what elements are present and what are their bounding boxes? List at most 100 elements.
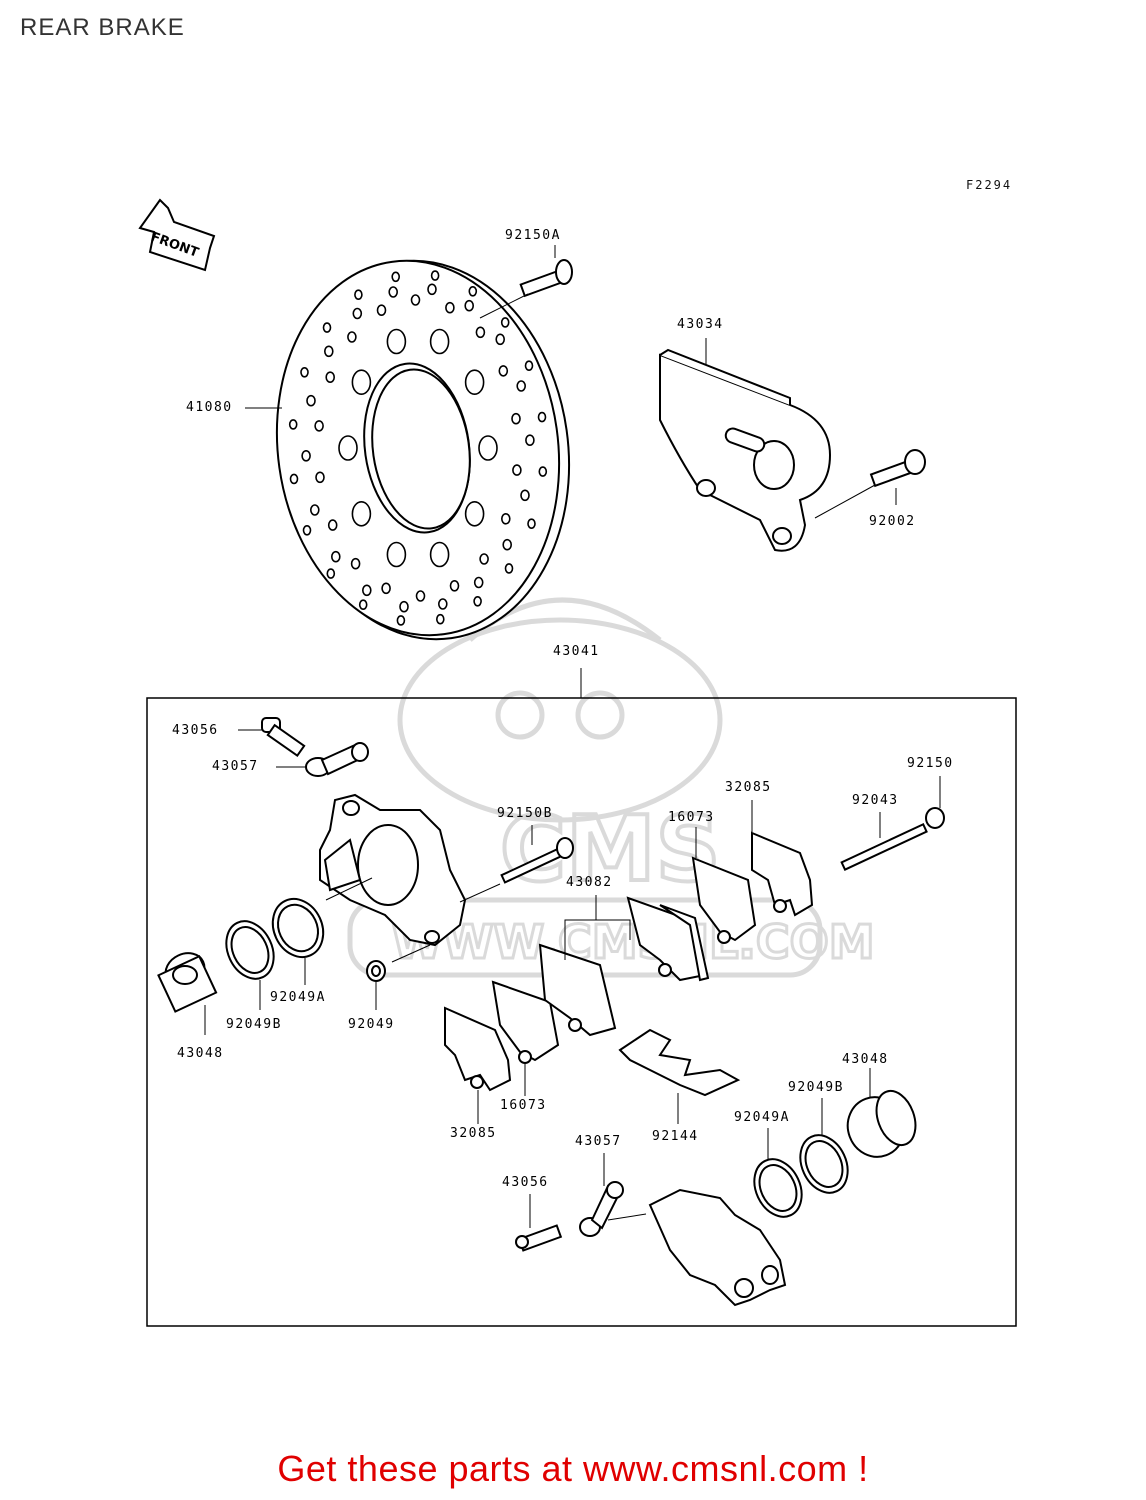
disc-hole	[498, 365, 509, 377]
disc-hole	[322, 322, 332, 333]
disc-hole	[427, 283, 437, 296]
disc-hole	[495, 333, 506, 346]
disc-hole	[525, 434, 535, 447]
watermark-cms: CMS	[500, 797, 720, 902]
disc-hole	[354, 289, 363, 301]
washer-92049	[366, 960, 386, 982]
disc-hole	[399, 600, 409, 613]
disc-hole	[437, 598, 448, 610]
part-label-43082[interactable]: 43082	[566, 875, 613, 890]
watermark-url: WWW.CMSNL.COM	[392, 915, 875, 969]
disc-hole	[301, 449, 311, 462]
part-label-41080[interactable]: 41080	[186, 400, 233, 415]
part-label-92049a-left[interactable]: 92049A	[270, 990, 326, 1005]
part-label-43041[interactable]: 43041	[553, 644, 600, 659]
front-arrow-icon	[138, 198, 216, 272]
part-label-92150[interactable]: 92150	[907, 756, 954, 771]
caliper-bracket	[659, 348, 832, 552]
piston-seal-92049a-left	[271, 897, 325, 959]
disc-hole	[500, 317, 510, 328]
disc-holes	[288, 270, 548, 626]
disc-hole	[347, 331, 357, 343]
disc-hole	[500, 512, 511, 525]
disc-hole	[516, 380, 527, 392]
disc-hole	[338, 435, 358, 461]
part-label-92002[interactable]: 92002	[869, 514, 916, 529]
part-label-92144[interactable]: 92144	[652, 1129, 699, 1144]
part-label-92150b[interactable]: 92150B	[497, 806, 553, 821]
pad-shim-top	[751, 831, 814, 917]
part-label-32085-bottom[interactable]: 32085	[450, 1126, 497, 1141]
disc-hole	[386, 541, 407, 568]
part-label-92049b-left[interactable]: 92049B	[226, 1017, 282, 1032]
part-label-43048-right[interactable]: 43048	[842, 1052, 889, 1067]
disc-hole	[502, 538, 513, 551]
disc-hole	[315, 471, 325, 484]
disc-hole	[350, 557, 361, 570]
disc-hole	[429, 541, 450, 568]
disc-hole	[504, 563, 514, 574]
disc-hole	[289, 473, 299, 485]
disc-hole	[330, 550, 341, 563]
part-label-16073-top[interactable]: 16073	[668, 810, 715, 825]
disc-hole	[520, 489, 530, 502]
disc-hole	[381, 582, 391, 595]
part-label-16073-bottom[interactable]: 16073	[500, 1098, 547, 1113]
part-label-43057-top[interactable]: 43057	[212, 759, 259, 774]
disc-hole	[309, 504, 320, 516]
brake-disc	[275, 259, 571, 641]
disc-hole	[435, 613, 445, 625]
brake-pad-top	[691, 856, 757, 944]
bolt-92002	[869, 449, 926, 488]
disc-hole	[445, 301, 455, 314]
disc-hole	[376, 304, 387, 317]
page-title: REAR BRAKE	[20, 14, 185, 41]
part-label-92150a[interactable]: 92150A	[505, 228, 561, 243]
piston-seal-92049a-right	[753, 1158, 803, 1218]
pad-set	[538, 896, 710, 1037]
disc-hole	[327, 519, 338, 531]
bleed-cap-top	[305, 742, 369, 777]
disc-hole	[538, 466, 548, 477]
disc-hole	[302, 524, 312, 536]
figure-code: F2294	[966, 178, 1013, 192]
disc-hole	[306, 394, 316, 407]
part-label-92049[interactable]: 92049	[348, 1017, 395, 1032]
disc-hole	[326, 568, 336, 579]
disc-hole	[429, 328, 450, 355]
disc-hole	[464, 369, 485, 396]
bleed-valve-bottom	[515, 1224, 563, 1252]
disc-hole	[537, 411, 547, 423]
pad-pin-92043	[840, 807, 945, 871]
part-label-92049b-right[interactable]: 92049B	[788, 1080, 844, 1095]
disc-hole	[388, 286, 399, 298]
disc-hole	[288, 419, 298, 430]
disc-hole	[473, 576, 484, 589]
disc-hole	[464, 299, 475, 312]
part-label-32085-top[interactable]: 32085	[725, 780, 772, 795]
part-label-43034[interactable]: 43034	[677, 317, 724, 332]
disc-hole	[512, 464, 522, 476]
part-label-43056-top[interactable]: 43056	[172, 723, 219, 738]
disc-hole	[449, 579, 460, 592]
disc-hole	[524, 360, 534, 372]
disc-hole	[386, 328, 407, 355]
disc-hole	[410, 294, 421, 306]
part-label-92049a-right[interactable]: 92049A	[734, 1110, 790, 1125]
disc-hole	[325, 371, 336, 384]
part-label-43048-left[interactable]: 43048	[177, 1046, 224, 1061]
disc-hole	[351, 500, 372, 527]
caliper-body-left	[319, 793, 467, 947]
disc-hole	[323, 345, 334, 358]
footer-link[interactable]: Get these parts at www.cmsnl.com !	[277, 1448, 869, 1489]
disc-hole	[391, 271, 401, 283]
disc-hole	[351, 369, 372, 396]
piston-43048-left	[157, 952, 218, 1013]
part-label-43057-bottom[interactable]: 43057	[575, 1134, 622, 1149]
disc-hole	[352, 307, 363, 320]
disc-hole	[358, 599, 368, 611]
part-label-92043[interactable]: 92043	[852, 793, 899, 808]
part-label-43056-bottom[interactable]: 43056	[502, 1175, 549, 1190]
disc-hole	[527, 518, 536, 530]
disc-hole	[314, 420, 324, 432]
